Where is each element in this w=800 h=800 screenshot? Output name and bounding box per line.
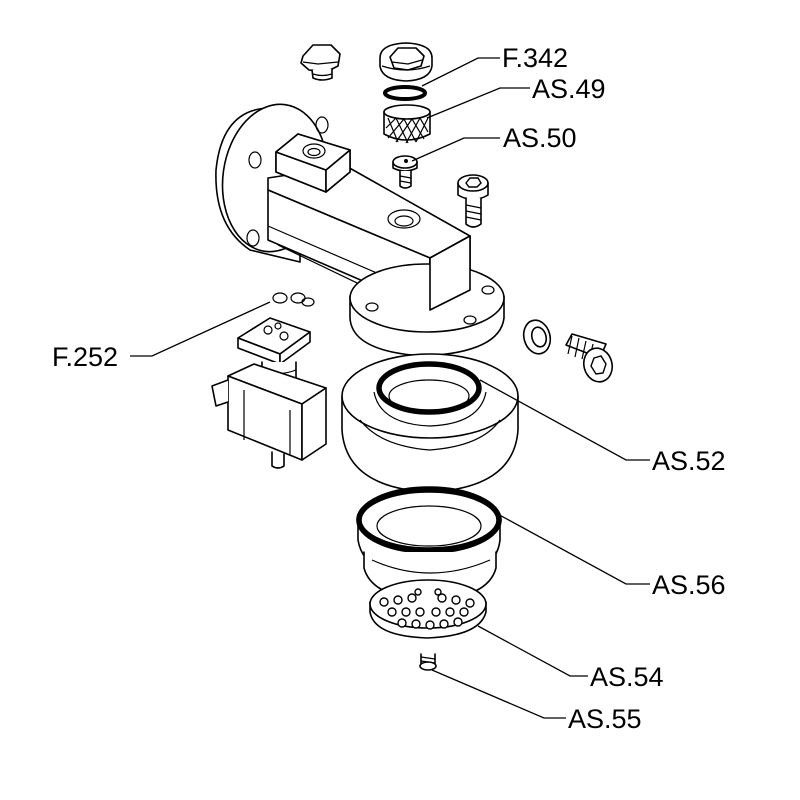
o-ring-f342 <box>383 85 427 101</box>
label-f252: F.252 <box>52 342 118 372</box>
leader-lines <box>130 57 650 719</box>
body-boss <box>275 133 351 193</box>
cap-screw-right-top <box>457 174 489 228</box>
screw-as55 <box>419 653 437 671</box>
label-f342: F.342 <box>502 43 568 73</box>
label-as55: AS.55 <box>568 704 642 734</box>
label-as52: AS.52 <box>652 446 726 476</box>
hex-plug-flanged <box>379 42 433 82</box>
label-as56: AS.56 <box>652 570 726 600</box>
body-lower-flange <box>349 235 505 357</box>
cap-screw-right-lower <box>565 333 614 383</box>
hex-plug-left <box>300 44 341 81</box>
label-as54: AS.54 <box>590 662 664 692</box>
screw-as50 <box>392 155 418 189</box>
label-as50: AS.50 <box>503 123 577 153</box>
solenoid-valve-f252 <box>211 292 327 469</box>
housing-as52 <box>341 353 519 493</box>
knurled-nut-as49 <box>383 104 431 144</box>
shower-plate-as54 <box>369 579 487 639</box>
label-as49: AS.49 <box>532 74 606 104</box>
washer-right <box>522 319 552 355</box>
